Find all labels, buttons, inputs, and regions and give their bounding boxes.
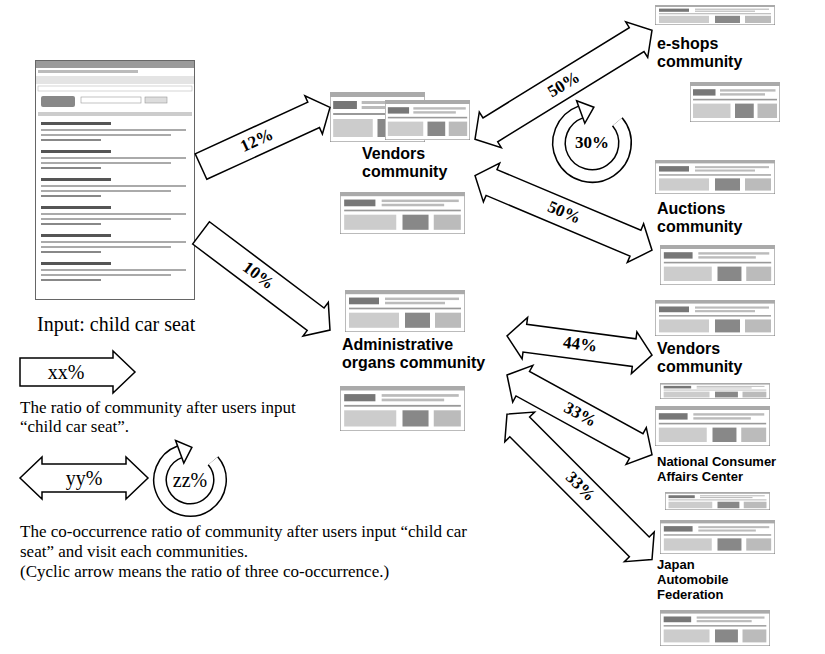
legend-note: (Cyclic arrow means the ratio of three c… [20,562,480,582]
web-screenshot [660,520,775,554]
web-screenshot [690,82,780,122]
web-screenshot [340,386,465,431]
node-title: Vendors community [360,145,464,182]
cyclic-arrowhead [176,441,192,464]
block-arrow [507,317,652,373]
web-screenshot [660,383,770,399]
percent-label: 50% [542,67,584,103]
cyclic-ring-outline [160,452,220,510]
legend-text: The co-occurrence ratio of community aft… [20,522,480,562]
web-screenshot [660,610,770,646]
node-title: National Consumer Affairs Center [655,455,784,485]
percent-label: 12% [236,124,278,157]
web-screenshot [385,100,470,140]
organization-node: Japan Automobile Federation [652,518,777,648]
web-screenshot [655,300,775,336]
community-node: e-shops community [652,5,777,125]
percent-label: 10% [237,257,279,295]
node-title: Administrative organs community [340,336,504,373]
legend-sample-label: xx% [47,361,86,383]
node-title: e-shops community [655,35,759,72]
block-arrow [475,22,652,148]
cyclic-arrow-sample [160,441,220,510]
legend-sample-label: zz% [172,469,208,491]
legend-notes: The co-occurrence ratio of community aft… [20,522,480,582]
percent-label: 50% [542,197,584,229]
legend-text: The ratio of community after users input… [20,398,310,436]
web-screenshot [340,192,465,234]
percent-label: 33% [559,467,599,507]
block-arrow [505,412,654,562]
web-screenshot [655,406,770,446]
web-screenshot [345,290,465,332]
community-node: Vendors community [330,90,475,235]
search-screenshot [36,61,195,300]
organization-node: National Consumer Affairs Center [652,405,787,513]
node-title: Japan Automobile Federation [655,558,739,603]
block-arrow [195,96,330,180]
cyclic-ring-fill [160,452,220,510]
co-occurrence-arrow-sample [20,457,148,499]
community-node: Administrative organs community [330,288,507,433]
search-input-node: Input: child car seat [35,58,201,340]
cyclic-arrowhead [577,101,594,124]
percent-label: 30% [574,134,610,153]
node-title: Auctions community [655,200,759,237]
web-screenshot [665,492,770,510]
web-screenshot [660,245,775,285]
node-title: Vendors community [655,340,759,377]
legend-sample-label: yy% [65,467,104,489]
percent-label: 33% [558,397,600,432]
percent-label: 44% [559,334,599,357]
community-node: Vendors community [652,300,777,400]
community-node: Auctions community [652,158,777,286]
cyclic-arrow [559,101,625,176]
ratio-arrow-sample [20,351,135,393]
block-arrow [475,163,652,262]
web-screenshot [655,160,775,194]
block-arrow [193,222,330,336]
node-title: Input: child car seat [35,313,197,336]
cyclic-ring-outline [559,112,625,176]
cyclic-ring-fill [559,112,625,176]
web-screenshot [655,5,775,25]
